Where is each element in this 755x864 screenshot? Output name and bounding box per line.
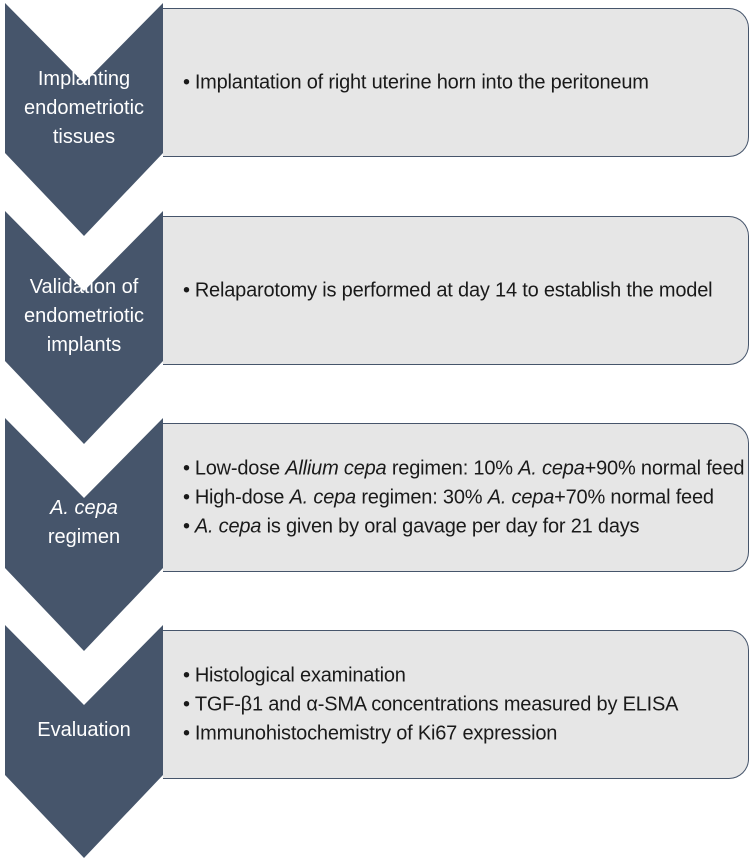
chevron-shape (5, 211, 163, 444)
step-description-box: Implantation of right uterine horn into … (163, 8, 749, 157)
chevron-shape (5, 625, 163, 858)
step-chevron (5, 625, 163, 858)
bullet-item: Implantation of right uterine horn into … (183, 68, 649, 97)
bullet-text: Low-dose (194, 457, 286, 479)
step-label-line: A. cepa (50, 497, 118, 519)
chevron-shape (5, 418, 163, 651)
step-label-line: implants (46, 333, 122, 356)
bullet-text: is given by oral gavage per day for 21 d… (261, 515, 640, 537)
bullet-text: High-dose (194, 486, 290, 508)
bullet-text: regimen: 10% (386, 457, 519, 479)
step-label-line: endometriotic (23, 304, 145, 327)
chevron-shape (5, 3, 163, 236)
bullet-text: Allium cepa (285, 457, 387, 479)
bullet-item: Histological examination (183, 661, 678, 690)
step-description-box: Relaparotomy is performed at day 14 to e… (163, 216, 749, 365)
bullet-list: Implantation of right uterine horn into … (183, 68, 649, 97)
step-label-line: Evaluation (37, 718, 131, 741)
bullet-item: High-dose A. cepa regimen: 30% A. cepa+7… (183, 483, 744, 512)
step-label: Validation of endometriotic implants (8, 241, 160, 391)
flow-step: Validation of endometriotic implants Relapa… (0, 211, 755, 447)
flow-step: A. cepa regimen Low-dose Allium cepa regim… (0, 418, 755, 654)
bullet-item: TGF-β1 and α-SMA concentrations measured… (183, 690, 679, 719)
bullet-text: Relaparotomy is performed at day 14 to e… (194, 279, 713, 301)
bullet-text: A. cepa (289, 486, 357, 508)
bullet-text: A. cepa (487, 486, 555, 508)
step-label-line: endometriotic (23, 96, 145, 119)
bullet-item: Low-dose Allium cepa regimen: 10% A. cep… (183, 454, 745, 483)
bullet-list: Histological examinationTGF-β1 and α-SMA… (183, 661, 679, 748)
bullet-text: +70% normal feed (554, 486, 714, 508)
step-description-box: Low-dose Allium cepa regimen: 10% A. cep… (163, 423, 749, 572)
bullet-list: Relaparotomy is performed at day 14 to e… (183, 276, 713, 305)
bullet-text: regimen: 30% (355, 486, 488, 508)
bullet-text: Immunohistochemistry of Ki67 expression (194, 722, 558, 744)
step-label-line: tissues (52, 125, 116, 148)
bullet-text: Implantation of right uterine horn into … (194, 71, 649, 93)
step-label: A. cepa regimen (8, 448, 160, 598)
step-chevron (5, 418, 163, 651)
bullet-text: A. cepa (194, 515, 262, 537)
bullet-item: A. cepa is given by oral gavage per day … (183, 512, 744, 541)
flow-step: Implanting endometriotic tissues Implantati… (0, 3, 755, 239)
step-label-line: regimen (47, 526, 121, 548)
bullet-text: +90% normal feed (584, 457, 745, 479)
step-label-line: Implanting (37, 67, 131, 90)
flow-step: Evaluation Histological examinationTGF-β1… (0, 625, 755, 861)
step-label: Evaluation (8, 655, 160, 805)
bullet-text: A. cepa (518, 457, 585, 479)
bullet-text: Histological examination (194, 664, 406, 686)
step-chevron (5, 3, 163, 236)
bullet-item: Immunohistochemistry of Ki67 expression (183, 719, 678, 748)
bullet-list: Low-dose Allium cepa regimen: 10% A. cep… (183, 454, 745, 541)
step-label: Implanting endometriotic tissues (8, 33, 160, 183)
step-description-box: Histological examinationTGF-β1 and α-SMA… (163, 630, 749, 779)
bullet-item: Relaparotomy is performed at day 14 to e… (183, 276, 713, 305)
step-chevron (5, 211, 163, 444)
step-label-line: Validation of (29, 275, 139, 298)
bullet-text: TGF-β1 and α-SMA concentrations measured… (194, 693, 679, 715)
